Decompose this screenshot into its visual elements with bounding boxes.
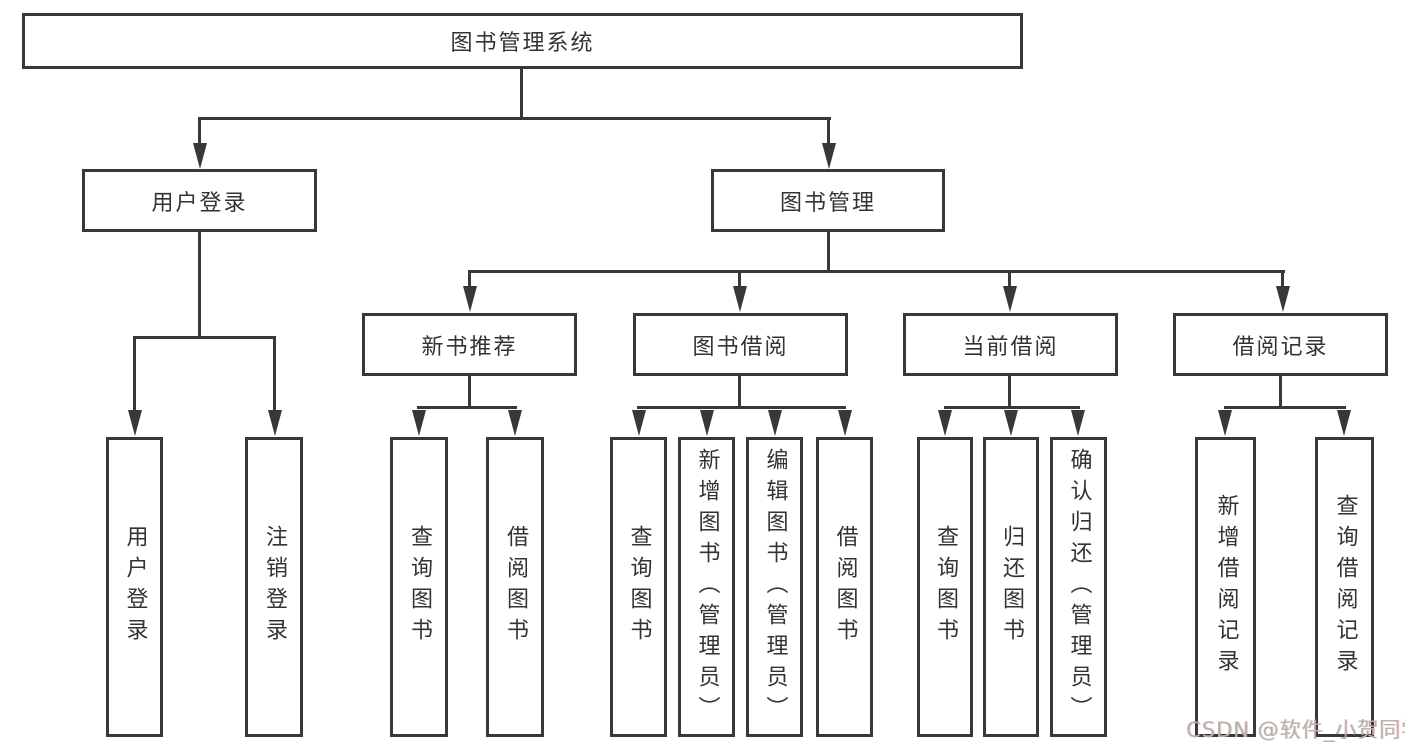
arrow-down-icon (463, 286, 477, 312)
connector-line (198, 117, 201, 145)
leaf-borrow-books-recommend: 借阅图书 (486, 437, 544, 737)
leaf-query-borrow-record: 查询借阅记录 (1315, 437, 1374, 737)
leaf-query-books-borrow: 查询图书 (610, 437, 667, 737)
connector-line (198, 117, 831, 120)
arrow-down-icon (838, 410, 852, 436)
node-new-book-recommend: 新书推荐 (362, 313, 577, 376)
connector-line (827, 232, 830, 273)
arrow-down-icon (733, 286, 747, 312)
connector-line (738, 376, 741, 409)
connector-line (1008, 270, 1011, 288)
connector-line (1279, 376, 1282, 409)
connector-line (637, 406, 846, 409)
leaf-confirm-return-admin: 确认归还（管理员） (1050, 437, 1107, 737)
connector-line (468, 270, 1285, 273)
arrow-down-icon (1071, 410, 1085, 436)
leaf-user-login: 用户登录 (106, 437, 163, 737)
arrow-down-icon (700, 410, 714, 436)
arrow-down-icon (128, 410, 142, 436)
node-book-borrowing: 图书借阅 (633, 313, 848, 376)
arrow-down-icon (508, 410, 522, 436)
node-current-borrowing: 当前借阅 (903, 313, 1118, 376)
connector-line (133, 336, 276, 339)
connector-line (468, 376, 471, 409)
connector-line (1281, 270, 1284, 288)
arrow-down-icon (1218, 410, 1232, 436)
csdn-watermark: CSDN @软件_小贺同学 (1186, 718, 1405, 742)
connector-line (1224, 406, 1346, 409)
arrow-down-icon (768, 410, 782, 436)
arrow-down-icon (193, 143, 207, 169)
connector-line (738, 270, 741, 288)
connector-line (417, 406, 517, 409)
leaf-edit-books-admin: 编辑图书（管理员） (746, 437, 803, 737)
node-root-library-system: 图书管理系统 (22, 13, 1023, 69)
connector-line (1008, 376, 1011, 409)
node-book-management: 图书管理 (711, 169, 945, 232)
arrow-down-icon (632, 410, 646, 436)
arrow-down-icon (1276, 286, 1290, 312)
connector-line (520, 69, 523, 117)
leaf-add-books-admin: 新增图书（管理员） (678, 437, 735, 737)
connector-line (944, 406, 1080, 409)
connector-line (468, 270, 471, 288)
leaf-borrow-books: 借阅图书 (816, 437, 873, 737)
arrow-down-icon (268, 410, 282, 436)
arrow-down-icon (822, 143, 836, 169)
leaf-user-logout: 注销登录 (245, 437, 303, 737)
connector-line (827, 117, 830, 145)
arrow-down-icon (938, 410, 952, 436)
connector-line (273, 336, 276, 412)
arrow-down-icon (412, 410, 426, 436)
node-user-login: 用户登录 (82, 169, 317, 232)
arrow-down-icon (1337, 410, 1351, 436)
leaf-query-books-recommend: 查询图书 (390, 437, 448, 737)
leaf-return-books: 归还图书 (983, 437, 1039, 737)
arrow-down-icon (1003, 286, 1017, 312)
node-borrowing-records: 借阅记录 (1173, 313, 1388, 376)
leaf-add-borrow-record: 新增借阅记录 (1195, 437, 1256, 737)
connector-line (133, 336, 136, 412)
arrow-down-icon (1004, 410, 1018, 436)
leaf-query-books-current: 查询图书 (917, 437, 973, 737)
connector-line (198, 232, 201, 339)
